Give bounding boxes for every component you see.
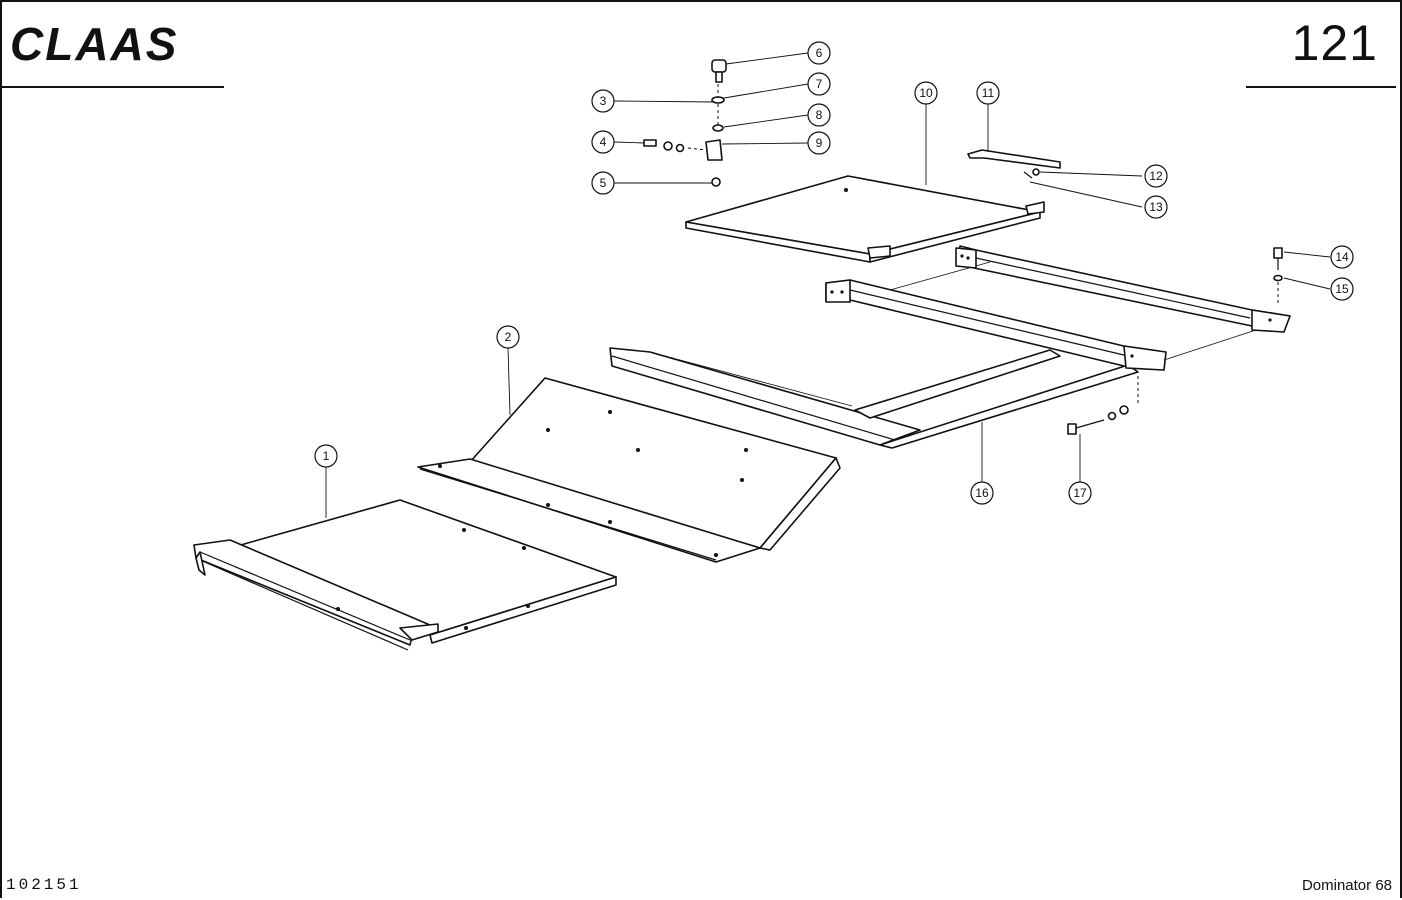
svg-text:7: 7 (816, 77, 823, 91)
svg-text:10: 10 (919, 86, 933, 100)
page-number: 121 (1291, 15, 1378, 71)
part-11-bracket-rod (967, 149, 1061, 169)
callout-4: 4 (591, 130, 615, 154)
svg-text:15: 15 (1335, 282, 1349, 296)
svg-text:5: 5 (600, 176, 607, 190)
callout-5: 5 (591, 171, 615, 195)
callout-3: 3 (591, 89, 615, 113)
callout-1: 1 (314, 444, 338, 468)
callout-13: 13 (1144, 195, 1168, 219)
part-2-sloped-panel (417, 377, 841, 563)
svg-text:6: 6 (816, 46, 823, 60)
callout-2: 2 (496, 325, 520, 349)
svg-text:14: 14 (1335, 250, 1349, 264)
svg-text:8: 8 (816, 108, 823, 122)
callout-15: 15 (1330, 277, 1354, 301)
header-rule-left (2, 86, 224, 88)
svg-text:2: 2 (505, 330, 512, 344)
part-1-floor-panel (193, 499, 617, 651)
part-10-cover-panel (685, 175, 1045, 263)
callout-10: 10 (914, 81, 938, 105)
svg-text:1: 1 (323, 449, 330, 463)
header-rule-right (1246, 86, 1396, 88)
callout-14: 14 (1330, 245, 1354, 269)
model-name: Dominator 68 (1301, 877, 1392, 894)
part-16-frame (609, 347, 1139, 449)
leader-lines (325, 52, 1331, 518)
svg-text:11: 11 (982, 86, 995, 100)
svg-text:12: 12 (1149, 169, 1163, 183)
svg-text:16: 16 (975, 486, 989, 500)
callout-11: 11 (976, 81, 1000, 105)
svg-text:13: 13 (1149, 200, 1163, 214)
hardware-group (643, 59, 1283, 435)
callout-7: 7 (807, 72, 831, 96)
callout-12: 12 (1144, 164, 1168, 188)
upper-frame (825, 245, 1291, 371)
callout-17: 17 (1068, 481, 1092, 505)
brand-logo: CLAAS (10, 18, 178, 70)
callout-6: 6 (807, 41, 831, 65)
brand-logo-text: CLAAS (10, 18, 178, 70)
callout-16: 16 (970, 481, 994, 505)
svg-text:3: 3 (600, 94, 607, 108)
svg-text:9: 9 (816, 136, 823, 150)
callout-8: 8 (807, 103, 831, 127)
svg-text:17: 17 (1073, 486, 1087, 500)
callout-9: 9 (807, 131, 831, 155)
drawing-code: 102151 (6, 876, 82, 894)
svg-text:4: 4 (600, 135, 607, 149)
